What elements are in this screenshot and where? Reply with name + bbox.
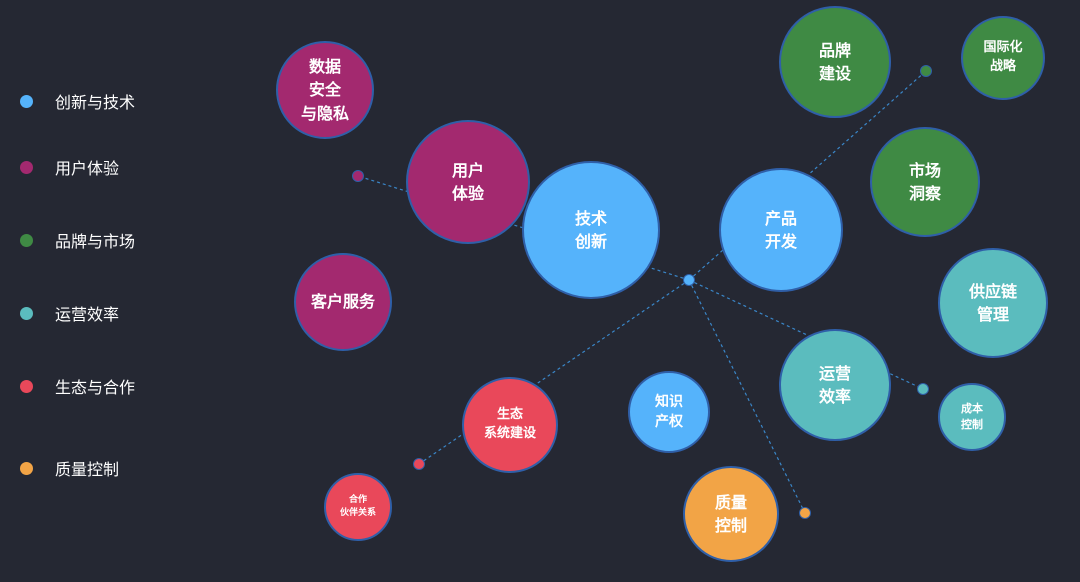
legend-dot-icon: [20, 306, 33, 320]
node-node-orange: [799, 507, 811, 519]
legend-dot-icon: [20, 461, 33, 475]
bubble-data-security: 数据 安全 与隐私: [276, 41, 374, 139]
bubble-supply-chain: 供应链 管理: [938, 248, 1048, 358]
connector-line-node-orange: [688, 279, 806, 514]
legend-item: 用户体验: [20, 155, 119, 179]
bubble-quality: 质量 控制: [683, 466, 779, 562]
node-node-green: [920, 65, 932, 77]
legend-label: 用户体验: [55, 159, 120, 178]
legend-label: 创新与技术: [55, 93, 136, 112]
bubble-product-dev: 产品 开发: [719, 168, 843, 292]
legend-dot-icon: [20, 160, 33, 174]
legend-item: 质量控制: [20, 456, 119, 480]
legend-label: 运营效率: [55, 305, 120, 324]
bubble-ecosystem: 生态 系统建设: [462, 377, 558, 473]
node-node-red: [413, 458, 425, 470]
legend-item: 创新与技术: [20, 89, 135, 113]
bubble-operations: 运营 效率: [779, 329, 891, 441]
legend-label: 质量控制: [55, 460, 120, 479]
connector-line-node-teal: [688, 279, 924, 390]
legend-item: 运营效率: [20, 301, 119, 325]
bubble-market: 市场 洞察: [870, 127, 980, 237]
bubble-ip: 知识 产权: [628, 371, 710, 453]
legend-item: 品牌与市场: [20, 228, 135, 252]
bubble-user-experience: 用户 体验: [406, 120, 530, 244]
legend-dot-icon: [20, 233, 33, 247]
bubble-partners: 合作 伙伴关系: [324, 473, 392, 541]
legend-label: 生态与合作: [55, 378, 136, 397]
bubble-tech-innovation: 技术 创新: [522, 161, 660, 299]
node-node-magenta: [352, 170, 364, 182]
bubble-intl: 国际化 战略: [961, 16, 1045, 100]
node-node-teal: [917, 383, 929, 395]
node-center: [683, 274, 695, 286]
legend-item: 生态与合作: [20, 374, 135, 398]
bubble-brand: 品牌 建设: [779, 6, 891, 118]
bubble-customer-service: 客户服务: [294, 253, 392, 351]
legend-dot-icon: [20, 94, 33, 108]
legend-label: 品牌与市场: [55, 232, 136, 251]
legend-dot-icon: [20, 379, 33, 393]
bubble-cost: 成本 控制: [938, 383, 1006, 451]
